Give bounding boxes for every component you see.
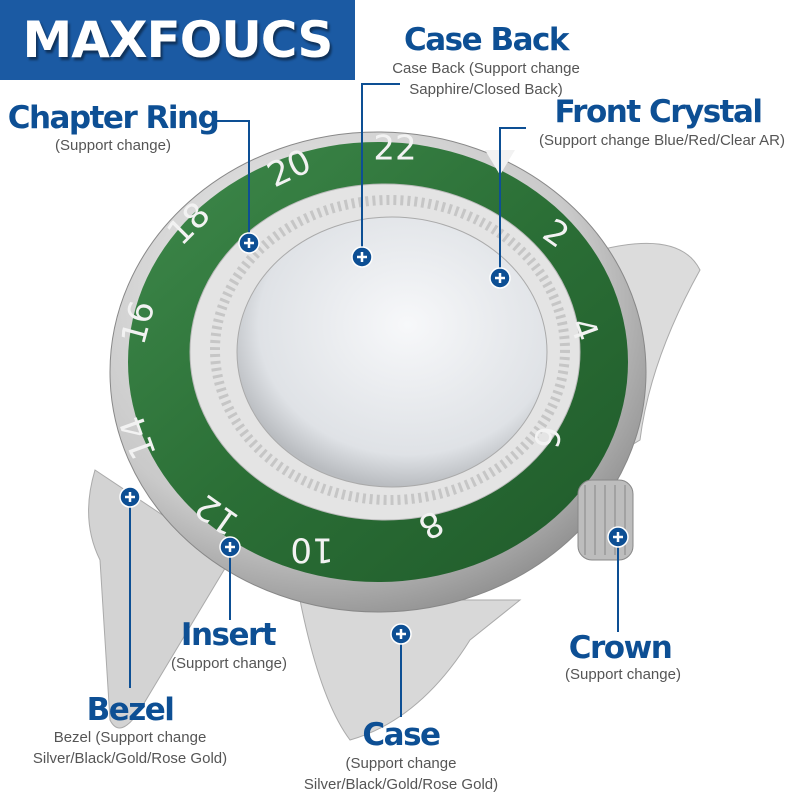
case-back-title: Case Back [404, 22, 569, 58]
bezel-number: 22 [373, 129, 416, 169]
insert-desc: (Support change) [171, 655, 287, 672]
left-lug [88, 469, 231, 729]
crown-plus-icon [607, 526, 629, 548]
front-crystal-plus-icon [489, 267, 511, 289]
bezel-title: Bezel [86, 692, 175, 728]
case-title: Case [362, 717, 441, 753]
crown-title: Crown [568, 630, 673, 666]
bezel-number: 10 [290, 530, 333, 570]
insert-plus-icon [219, 536, 241, 558]
leader-lines [129, 83, 619, 717]
case-back-plus-icon [351, 246, 373, 268]
bezel-plus-icon [119, 486, 141, 508]
front-crystal-title: Front Crystal [554, 94, 763, 130]
leader-case-back [361, 83, 400, 257]
bottom-lug [299, 599, 522, 741]
crystal [236, 216, 548, 488]
chapter-ring-desc: (Support change) [55, 137, 171, 154]
insert-title: Insert [180, 617, 277, 653]
crown-desc: (Support change) [565, 666, 681, 683]
chapter-ring-title: Chapter Ring [7, 100, 220, 136]
leader-chapter-ring [212, 120, 250, 243]
front-crystal-desc: (Support change Blue/Red/Clear AR) [539, 132, 785, 149]
leader-front-crystal [499, 127, 526, 278]
chapter-ring-plus-icon [238, 232, 260, 254]
brand-logo: MAXFOUCS [0, 0, 355, 80]
case-plus-icon [390, 623, 412, 645]
